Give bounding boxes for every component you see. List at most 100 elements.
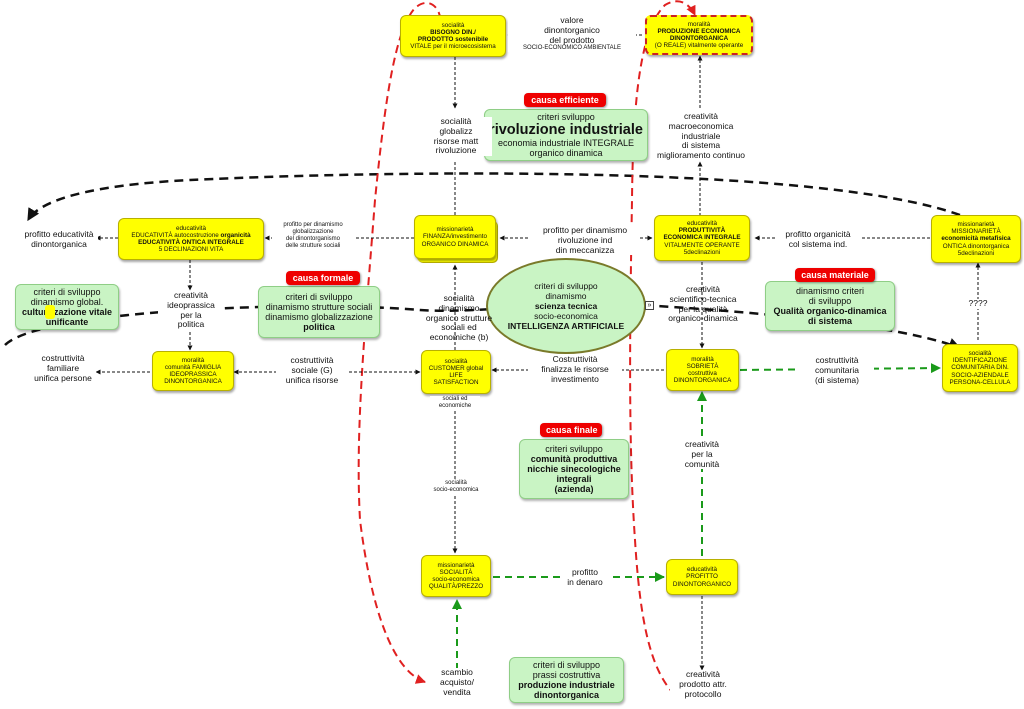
label-cs-1: creatività [685,284,720,294]
label-sg-1: socialità [440,116,472,126]
node-sobrieta[interactable]: moralità SOBRIETÀ costruttiva DINONTORGA… [666,349,739,391]
label-pe-1: profitto educatività [24,229,94,239]
label-cm-3: industriale [681,130,721,141]
link-red-right [629,0,696,696]
label-qq-1: ???? [968,298,988,308]
node-profitto-din[interactable]: educatività PROFITTO DINONTORGANICO [666,559,738,595]
node-customer-line4: SATISFACTION [433,379,479,387]
node-missionarieta-line1: missionarietà [957,221,995,229]
node-produzione-line2: PRODUZIONE ECONOMICA [657,27,741,35]
label-cp-2: prodotto attr. [679,678,727,689]
green-comunita-line2: comunità produttiva [530,453,618,464]
label-cc-1: costruttività [815,355,859,365]
node-educativita-line3: EDUCATIVITÀ ONTICA INTEGRALE [138,239,244,246]
label-creativita-comunita: creatività per la comunità [676,439,728,470]
expand-icon[interactable]: » [645,301,654,310]
node-finanza-line3: ORGANICO DINAMICA [421,240,489,248]
label-se-2: economiche [438,402,472,409]
node-produzione-line3: DINONTORGANICA [669,35,729,42]
label-ss-2: socio-economica [433,486,479,493]
green-rivoluzione-line1: criteri sviluppo [537,111,595,122]
central-scienza-tecnica[interactable]: criteri di sviluppo dinamismo scienza te… [486,258,646,354]
green-cultura-line4: unificante [45,317,89,328]
label-cs-2: scientifico-tecnica [669,293,737,304]
node-produttivita-line1: educatività [686,220,718,228]
node-finanza[interactable]: missionarietà FINANZA/investimento ORGAN… [414,215,496,259]
label-profitto-educativita: profitto educatività dinontorganica [20,229,98,250]
label-sd-2: dinamismo [438,302,480,313]
label-sd-5: economiche (b) [429,332,489,343]
label-se-1: sociali ed [442,396,468,402]
node-customer-line1: socialità [444,357,468,365]
green-qualita-organico[interactable]: dinamismo criteri di sviluppo Qualità or… [765,281,895,331]
node-produttivita-line4: VITALMENTE OPERANTE [664,241,740,249]
label-creativita-ideoprassica: creatività ideoprassica per la politica [158,290,224,331]
label-cm-5: miglioramento continuo [657,150,745,161]
node-customer-line3: LIFE [449,372,463,379]
label-ccom-1: creatività [684,439,719,449]
node-identificazione[interactable]: socialità IDENTIFICAZIONE COMUNITARIA DI… [942,344,1018,392]
node-educativita-line4: 5 DECLINAZIONI VITA [158,246,224,254]
label-sociali-ed: sociali ed economiche [430,396,480,410]
green-comunita-line1: criteri sviluppo [545,443,603,454]
node-missionarieta-right[interactable]: missionarietà MISSIONARIETÀ economicità … [931,215,1021,263]
label-sg-2: globalizz [439,125,473,136]
label-cc-3: (di sistema) [815,374,859,385]
label-pdg-2: globalizzazione [292,228,334,235]
green-comunita-produttiva[interactable]: criteri sviluppo comunità produttiva nic… [519,439,629,499]
node-profitto-din-line3: DINONTORGANICO [672,580,732,588]
label-cf-2: familiare [46,362,80,373]
label-scambio: scambio acquisto/ vendita [428,667,486,698]
label-po-1: profitto organicità [785,229,851,239]
node-bisogno-line2: BISOGNO DIN./ [430,28,476,36]
green-comunita-line3: nicchie sinecologiche [527,463,621,474]
green-prassi-line1: criteri di sviluppo [532,659,601,670]
central-line1: criteri di sviluppo [534,280,598,291]
green-dinamismo-line3: dinamismo globalizzazione [265,312,373,322]
node-sobrieta-line4: DINONTORGANICA [673,377,732,385]
node-missionarieta-line2: MISSIONARIETÀ [951,228,1001,236]
node-bisogno[interactable]: socialità BISOGNO DIN./ PRODOTTO sosteni… [400,15,506,57]
label-profitto-denaro: profitto in denaro [560,567,610,588]
node-produzione-economica[interactable]: moralità PRODUZIONE ECONOMICA DINONTORGA… [645,15,753,55]
node-customer[interactable]: socialità CUSTOMER global LIFE SATISFACT… [421,350,491,394]
label-costruttivita-comunitaria: costruttività comunitaria (di sistema) [800,355,874,386]
green-prassi-line4: dinontorganica [534,690,599,701]
green-prassi-line2: prassi costruttiva [532,669,601,680]
label-pdr-1: profitto per dinamismo [542,225,628,235]
node-famiglia-line2: comunità FAMIGLIA [164,363,222,371]
green-rivoluzione-line3: economia industriale INTEGRALE [497,138,635,149]
green-rivoluzione-line2: rivoluzione industriale [489,121,643,138]
node-socialita-qp[interactable]: missionarietà SOCIALITÀ socio-economica … [421,555,491,597]
label-ci-2: ideoprassica [167,299,215,310]
node-produzione-line4: (O REALE) vitalmente operante [654,42,744,50]
label-costruttivita-sociale: costruttività sociale (G) unifica risors… [276,355,348,386]
node-comunita-famiglia[interactable]: moralità comunità FAMIGLIA IDEOPRASSICA … [152,351,234,391]
green-qualita-line1: dinamismo criteri [795,285,864,296]
node-produttivita[interactable]: educatività PRODUTTIVITÀ ECONOMICA INTEG… [654,215,750,261]
node-sobrieta-line2: SOBRIETÀ [686,362,719,370]
green-cultura-vitale[interactable]: criteri di sviluppo dinamismo global. cu… [15,284,119,330]
label-pd-1: profitto [572,567,598,577]
label-ss-1: socialità [445,480,467,486]
highlight-marker [45,305,55,319]
label-sc-1: scambio [441,667,473,677]
green-prassi-costruttiva[interactable]: criteri di sviluppo prassi costruttiva p… [509,657,624,703]
label-cm-1: creatività [683,111,718,121]
node-finanza-line2: FINANZA/investimento [422,233,488,241]
green-cultura-line3: culturizzazione vitale [21,307,113,317]
node-bisogno-line4: VITALE per il microecosistema [410,43,496,51]
label-socialita-socio: socialità socio-economica [424,480,488,494]
label-pdr-2: rivoluzione ind [557,234,613,245]
label-pd-2: in denaro [567,576,603,587]
label-cfin-1: Costruttività [552,354,598,364]
node-educativita-line2b: organicità [220,231,251,239]
label-po-2: col sistema ind. [788,238,848,249]
label-pdg-1: profitto per dinamismo [283,222,343,228]
green-dinamismo-strutture[interactable]: criteri di sviluppo dinamismo strutture … [258,286,380,338]
node-educativita-left[interactable]: educatività EDUCATIVITÀ autocostruzione … [118,218,264,260]
node-sobrieta-line3: costruttiva [688,370,717,377]
label-costruttivita-familiare: costruttività familiare unifica persone [30,353,96,384]
label-cm-2: macroeconomica [668,120,734,131]
green-rivoluzione[interactable]: criteri sviluppo rivoluzione industriale… [484,109,648,161]
